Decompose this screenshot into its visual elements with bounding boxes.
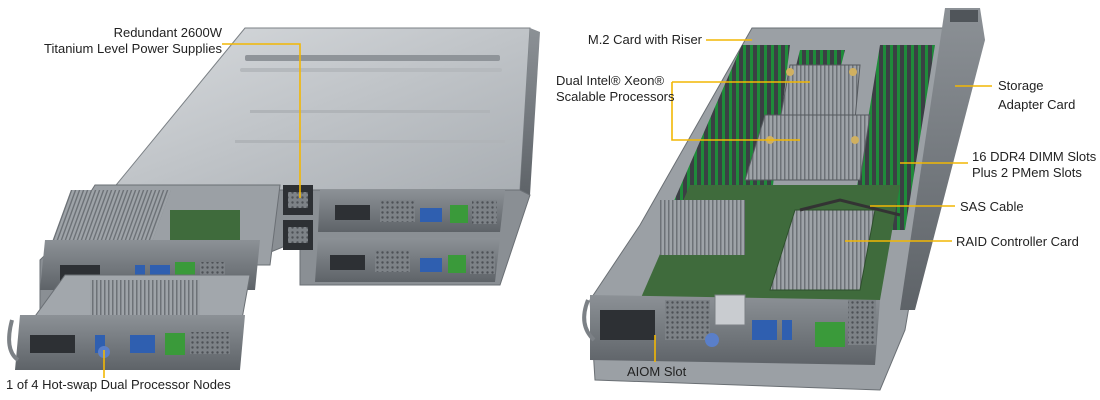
- label-storage-line2: Adapter Card: [998, 97, 1076, 112]
- compute-node-right: [582, 8, 992, 391]
- label-psu-line1: Redundant 2600W: [113, 25, 222, 40]
- leader-lines-left: [103, 43, 301, 378]
- label-cpu-line1: Dual Intel® Xeon®: [556, 73, 665, 88]
- server-chassis-left: [7, 27, 540, 378]
- node-upper-right: [318, 190, 505, 232]
- chassis-right-side: [520, 28, 540, 195]
- label-psu-line2: Titanium Level Power Supplies: [44, 41, 222, 56]
- top-cover-vents: [235, 55, 505, 143]
- node-lower-right: [315, 238, 500, 282]
- node-front-panel: [582, 294, 880, 365]
- label-hot-swap-node: 1 of 4 Hot-swap Dual Processor Nodes: [6, 377, 231, 392]
- node-upper-left: [40, 184, 281, 290]
- label-dimm-line1: 16 DDR4 DIMM Slots: [972, 149, 1097, 164]
- label-sas-cable: SAS Cable: [960, 199, 1024, 214]
- storage-adapter-card: [900, 8, 985, 310]
- label-dimm-line2: Plus 2 PMem Slots: [972, 165, 1082, 180]
- cpu-heatsinks: [744, 64, 871, 181]
- label-raid-controller: RAID Controller Card: [956, 234, 1079, 249]
- label-cpu-line2: Scalable Processors: [556, 89, 675, 104]
- leader-lines-right: [654, 39, 992, 362]
- raid-controller-card: [769, 209, 876, 291]
- label-m2-card: M.2 Card with Riser: [587, 32, 702, 47]
- motherboard-area: [640, 185, 901, 300]
- label-storage-line1: Storage: [998, 78, 1044, 93]
- power-supply-units: [283, 185, 313, 250]
- node-lower-left: [7, 274, 251, 370]
- label-aiom-slot: AIOM Slot: [627, 364, 687, 379]
